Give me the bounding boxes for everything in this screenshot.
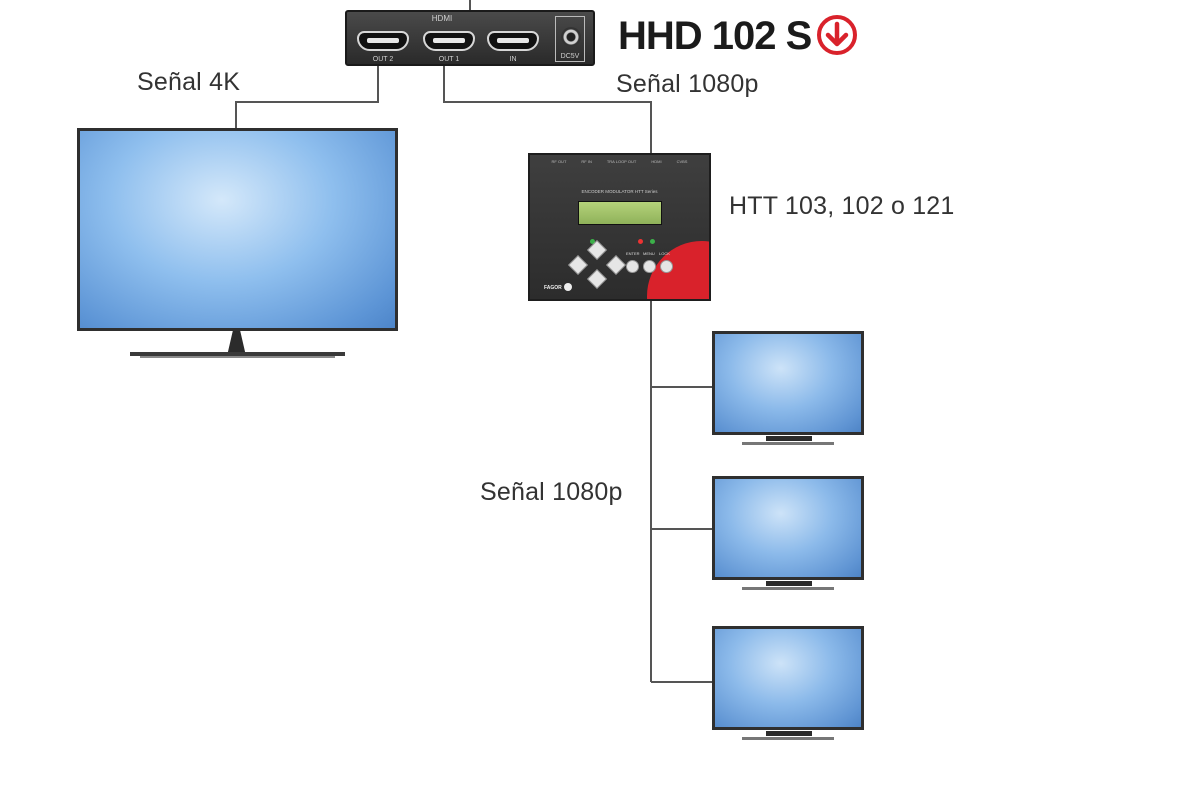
tv-stand [766, 731, 812, 736]
big-tv-stand [130, 330, 345, 358]
wire-4k [235, 66, 379, 128]
menu-button[interactable] [643, 260, 656, 273]
tv-4k-screen [77, 128, 398, 331]
modulator-red-accent [647, 241, 709, 299]
label-signal-4k: Señal 4K [137, 68, 241, 96]
modulator-connector-labels: RF OUT RF IN TRA LOOP OUT HDMI CVBS [530, 159, 709, 164]
dpad-right-icon[interactable] [606, 255, 626, 275]
connector-label: RF IN [581, 159, 592, 164]
hdmi-port-in [487, 31, 539, 51]
connector-label: HDMI [651, 159, 662, 164]
splitter-header: HDMI [431, 14, 453, 23]
hdmi-port-out2 [357, 31, 409, 51]
btn-label-enter: ENTER [626, 251, 640, 256]
brand-logo-icon [564, 283, 572, 291]
product-title: HHD 102 S [618, 14, 812, 58]
modulator-model-text: ENCODER MODULATOR HTT Series [581, 189, 658, 194]
tv-1080p-2 [712, 476, 864, 590]
power-label: DC5V [560, 53, 580, 60]
power-jack-box: DC5V [555, 16, 585, 62]
btn-label-lock: LOCK [659, 251, 670, 256]
tv-base [742, 442, 834, 445]
tv-base [742, 737, 834, 740]
label-modulator-models: HTT 103, 102 o 121 [729, 192, 955, 220]
led-red-icon [638, 239, 643, 244]
label-signal-1080p-side: Señal 1080p [480, 478, 623, 506]
btn-label-menu: MENU [643, 251, 655, 256]
connector-label: RF OUT [551, 159, 567, 164]
wire-1080p-to-modulator [443, 66, 652, 153]
connector-label: TRA LOOP OUT [606, 159, 637, 164]
connector-label: CVBS [676, 159, 688, 164]
dpad-down-icon[interactable] [587, 269, 607, 289]
led-green-icon [650, 239, 655, 244]
tv-1080p-1 [712, 331, 864, 445]
port-label-out1: OUT 1 [438, 56, 460, 63]
tv-screen [712, 626, 864, 730]
modulator-lcd-display [578, 201, 662, 225]
label-signal-1080p-top: Señal 1080p [616, 70, 759, 98]
tv-base [742, 587, 834, 590]
brand-logo: FAGOR [544, 285, 562, 291]
enter-button[interactable] [626, 260, 639, 273]
tv-1080p-3 [712, 626, 864, 740]
lock-button[interactable] [660, 260, 673, 273]
dpad-left-icon[interactable] [568, 255, 588, 275]
led-green-icon [590, 239, 595, 244]
tv-screen [712, 476, 864, 580]
hdmi-port-out1 [423, 31, 475, 51]
tv-stand [766, 436, 812, 441]
tv-screen [712, 331, 864, 435]
port-label-in: IN [509, 56, 517, 63]
htt-modulator-device: RF OUT RF IN TRA LOOP OUT HDMI CVBS ENCO… [528, 153, 711, 301]
tv-stand [766, 581, 812, 586]
circle-down-arrow-icon[interactable] [816, 14, 858, 56]
hdmi-splitter-device: HDMI OUT 2 OUT 1 IN DC5V [345, 10, 595, 66]
port-label-out2: OUT 2 [372, 56, 394, 63]
power-jack-icon [561, 27, 581, 47]
